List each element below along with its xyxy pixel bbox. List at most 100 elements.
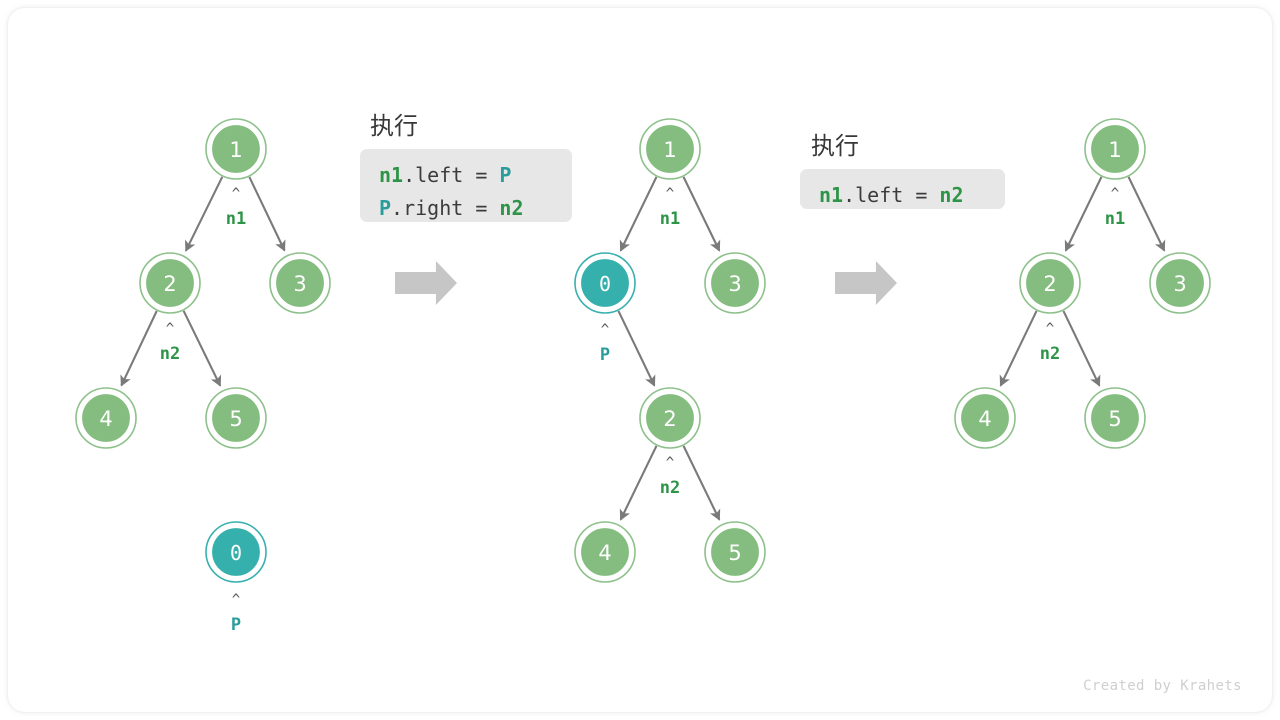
tree-edge — [120, 310, 158, 387]
code-token: P — [379, 196, 392, 220]
pointer-p: ^P — [600, 322, 610, 365]
tree-node-5: 5 — [205, 387, 267, 449]
pointer-caret-icon: ^ — [1046, 321, 1054, 337]
node-body — [209, 391, 263, 445]
pointer-name-label: n1 — [1105, 209, 1125, 229]
tree-node-1: 1 — [205, 118, 267, 180]
tree-node-4: 4 — [954, 387, 1016, 449]
step-heading: 执行 — [370, 112, 418, 140]
node-value-label: 1 — [1108, 138, 1121, 162]
transition-arrow-1 — [395, 261, 457, 305]
pointer-name-label: n2 — [1040, 344, 1060, 364]
node-body — [578, 525, 632, 579]
tree-edge — [1064, 176, 1103, 252]
code-line: P.right = n2 — [379, 192, 553, 225]
tree-node-1: 1 — [1084, 118, 1146, 180]
node-body — [1153, 256, 1207, 310]
tree-node-1: 1 — [639, 118, 701, 180]
pointer-caret-icon: ^ — [1111, 186, 1119, 202]
tree-node-4: 4 — [574, 521, 636, 583]
node-outer-ring — [704, 521, 766, 583]
tree-node-4: 4 — [75, 387, 137, 449]
node-value-label: 0 — [230, 541, 242, 565]
node-value-label: 2 — [163, 272, 176, 296]
tree-edge — [1062, 310, 1101, 387]
node-outer-ring — [704, 252, 766, 314]
code-token: .right = — [391, 196, 500, 220]
code-token: .left = — [403, 163, 500, 187]
code-token: .left = — [843, 183, 940, 207]
pointer-n1: ^ n1 — [1105, 186, 1125, 229]
pointers-layer: ^n1^n2^P^n1^P^n2^n1^n2 — [160, 186, 1125, 635]
tree-node-3: 3 — [1149, 252, 1211, 314]
step-heading: 执行 — [811, 132, 859, 160]
node-outer-ring — [139, 252, 201, 314]
node-body — [79, 391, 133, 445]
node-value-label: 1 — [663, 138, 676, 162]
code-token: n1 — [379, 163, 404, 187]
tree-edge — [619, 176, 658, 252]
node-value-label: 2 — [663, 407, 676, 431]
pointer-n1: ^n1 — [226, 186, 246, 229]
node-outer-ring — [1084, 387, 1146, 449]
tree-node-5: 5 — [704, 521, 766, 583]
pointer-n1: ^n1 — [660, 186, 680, 229]
node-value-label: 1 — [229, 138, 242, 162]
node-outer-ring — [1084, 118, 1146, 180]
tree-node-3: 3 — [704, 252, 766, 314]
tree-edge — [619, 445, 658, 521]
node-value-label: 3 — [1173, 272, 1186, 296]
code-line: n1.left = n2 — [819, 179, 986, 212]
tree-edge — [182, 310, 222, 387]
node-outer-ring — [269, 252, 331, 314]
pointer-caret-icon: ^ — [666, 186, 674, 202]
tree-edge — [999, 310, 1038, 387]
tree-node-0: 0 — [205, 521, 267, 583]
transition-arrow-2 — [835, 261, 897, 305]
pointer-name-label: P — [600, 345, 610, 365]
tree-node-0: 0 — [574, 252, 636, 314]
node-body — [708, 525, 762, 579]
pointer-name-label: n2 — [660, 478, 680, 498]
node-outer-ring — [205, 118, 267, 180]
node-body — [143, 256, 197, 310]
node-outer-ring — [574, 252, 636, 314]
node-value-label: 5 — [728, 541, 741, 565]
node-outer-ring — [205, 521, 267, 583]
node-body — [643, 391, 697, 445]
node-body — [273, 256, 327, 310]
node-outer-ring — [639, 118, 701, 180]
pointer-caret-icon: ^ — [601, 322, 609, 338]
node-outer-ring — [205, 387, 267, 449]
node-outer-ring — [75, 387, 137, 449]
node-outer-ring — [954, 387, 1016, 449]
tree-edge — [1127, 176, 1166, 252]
pointer-caret-icon: ^ — [232, 592, 240, 608]
node-value-label: 5 — [1108, 407, 1121, 431]
code-token: P — [499, 163, 512, 187]
node-value-label: 5 — [229, 407, 242, 431]
node-body — [1088, 391, 1142, 445]
node-body — [1088, 122, 1142, 176]
node-body — [209, 525, 263, 579]
pointer-caret-icon: ^ — [166, 321, 174, 337]
code-snippet-step-3: n1.left = n2 — [800, 169, 1005, 209]
pointer-n2: ^ n2 — [1040, 321, 1060, 364]
tree-edge — [617, 310, 656, 387]
node-body — [209, 122, 263, 176]
node-body — [708, 256, 762, 310]
node-outer-ring — [574, 521, 636, 583]
tree-edge — [682, 445, 721, 521]
tree-edge — [184, 176, 224, 252]
node-outer-ring — [1019, 252, 1081, 314]
node-outer-ring — [639, 387, 701, 449]
node-body — [958, 391, 1012, 445]
node-outer-ring — [1149, 252, 1211, 314]
pointer-n2: ^n2 — [660, 455, 680, 498]
tree-node-2: 2 — [639, 387, 701, 449]
node-body — [578, 256, 632, 310]
